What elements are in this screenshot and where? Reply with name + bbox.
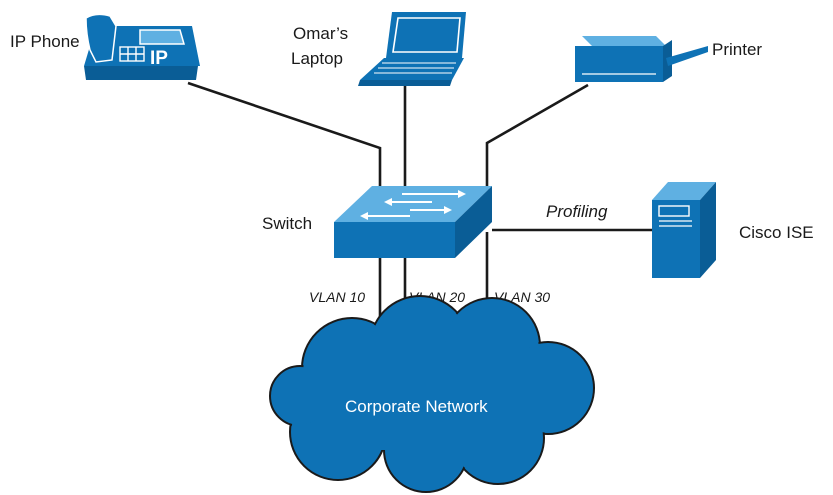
cloud-icon (269, 295, 595, 493)
phone-badge: IP (150, 48, 168, 69)
ip-phone-icon[interactable]: IP (84, 13, 200, 80)
printer-label: Printer (712, 40, 762, 59)
server-icon[interactable] (652, 182, 716, 278)
profiling-label: Profiling (546, 202, 608, 221)
ip-phone-label: IP Phone (10, 32, 80, 51)
switch-label: Switch (262, 214, 312, 233)
laptop-icon[interactable] (358, 12, 466, 86)
link-phone-switch (187, 81, 382, 192)
laptop-label-line2: Laptop (291, 49, 343, 68)
link-printer-switch (485, 83, 589, 190)
links (187, 81, 652, 328)
switch-icon[interactable] (334, 186, 492, 258)
printer-icon[interactable] (575, 36, 708, 82)
laptop-label-line1: Omar’s (293, 24, 348, 43)
vlan-10-label: VLAN 10 (309, 289, 365, 305)
cisco-ise-label: Cisco ISE (739, 223, 814, 242)
cloud-label: Corporate Network (345, 397, 488, 416)
